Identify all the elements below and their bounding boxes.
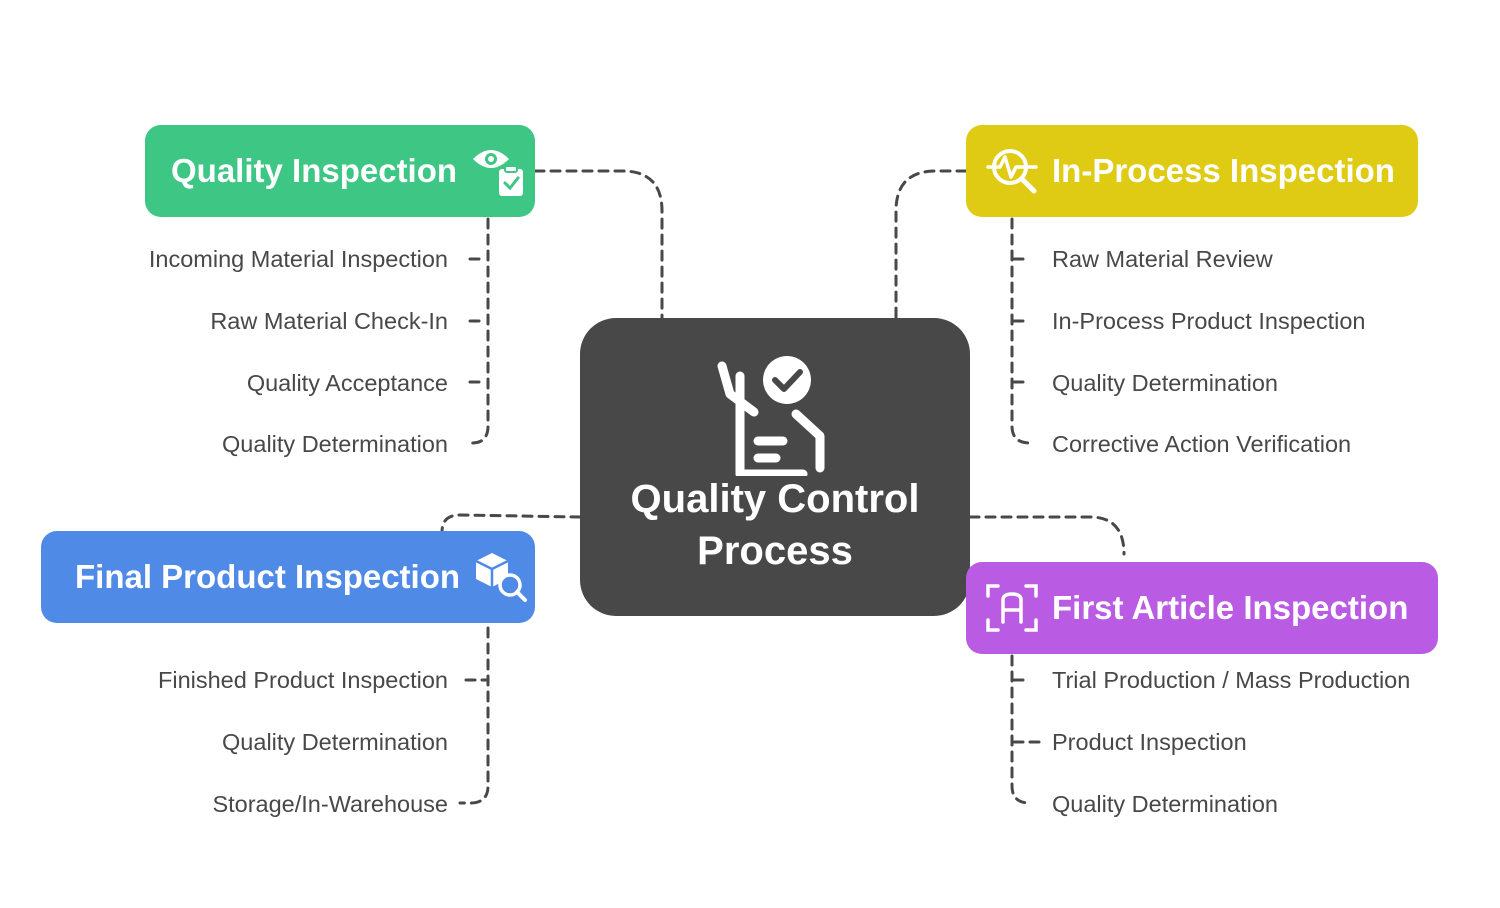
eye-clipboard-icon xyxy=(471,145,525,197)
link-in-process-inspection xyxy=(894,169,968,320)
magnifier-pulse-icon xyxy=(986,147,1038,195)
list-item: Quality Determination xyxy=(1052,791,1278,817)
list-item: Trial Production / Mass Production xyxy=(1052,667,1411,693)
tree-first-article-inspection xyxy=(1010,638,1032,805)
in-process-inspection-box: In-Process Inspection xyxy=(966,125,1418,217)
list-item: Corrective Action Verification xyxy=(1052,431,1352,457)
in-process-inspection-title: In-Process Inspection xyxy=(1052,152,1395,189)
link-quality-inspection xyxy=(533,169,664,320)
clipboard-check-icon xyxy=(708,356,838,481)
list-item: Quality Determination xyxy=(222,431,448,457)
tree-final-product-inspection xyxy=(458,610,490,805)
tree-in-process-inspection xyxy=(1010,201,1032,445)
first-article-inspection-box: First Article Inspection xyxy=(966,562,1438,654)
box-search-icon xyxy=(474,551,528,603)
center-title-line1: Quality Control xyxy=(630,477,920,521)
link-final-product-inspection xyxy=(440,513,582,534)
list-item: In-Process Product Inspection xyxy=(1052,308,1366,334)
list-item: Product Inspection xyxy=(1052,729,1247,755)
quality-inspection-box: Quality Inspection xyxy=(145,125,535,217)
list-item: Raw Material Check-In xyxy=(210,308,448,334)
list-item: Raw Material Review xyxy=(1052,246,1273,272)
final-product-inspection-title: Final Product Inspection xyxy=(75,558,461,595)
tree-quality-inspection xyxy=(470,201,490,445)
list-item: Finished Product Inspection xyxy=(158,667,448,693)
list-item: Incoming Material Inspection xyxy=(148,246,448,272)
first-article-inspection-title: First Article Inspection xyxy=(1052,589,1409,626)
list-item: Quality Acceptance xyxy=(246,370,448,396)
final-product-inspection-box: Final Product Inspection xyxy=(41,531,535,623)
center-node: Quality Control Process xyxy=(580,318,970,616)
link-first-article-inspection xyxy=(968,515,1126,556)
quality-inspection-title: Quality Inspection xyxy=(171,152,458,189)
center-title: Quality Control Process xyxy=(580,473,970,577)
list-item: Storage/In-Warehouse xyxy=(212,791,448,817)
list-item: Quality Determination xyxy=(1052,370,1278,396)
list-item: Quality Determination xyxy=(222,729,448,755)
text-scan-icon xyxy=(986,584,1038,632)
center-title-line2: Process xyxy=(697,529,853,573)
